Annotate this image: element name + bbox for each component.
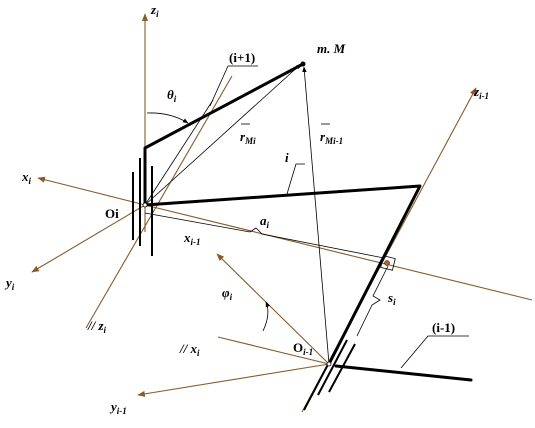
link-i-minus-1 (334, 364, 473, 382)
label-point-m: m. M (317, 41, 346, 56)
label-y-i-minus-1: yi-1 (109, 399, 127, 416)
label-link-i-minus-1: (i-1) (432, 320, 455, 335)
leader-link-i-plus-1 (209, 65, 258, 107)
x-i-axis (37, 176, 146, 206)
label-phi-i: φi (222, 285, 233, 302)
parallel-z-i-axis (85, 75, 233, 329)
x-i-minus-1-axis (216, 253, 330, 365)
x-i-extension (144, 204, 533, 301)
r-mi-minus-1-vector (302, 66, 330, 365)
link-i (143, 184, 422, 366)
phi-arc (262, 301, 271, 332)
label-link-i: i (285, 150, 289, 165)
label-link-i-plus-1: (i+1) (229, 50, 255, 65)
label-origin-i: Oi (105, 206, 119, 221)
link-i-plus-1 (143, 62, 305, 207)
label-origin-i-minus-1: Oi-1 (293, 340, 313, 357)
r-mi-vector (144, 63, 302, 206)
y-i-minus-1-axis (137, 363, 330, 397)
label-z-i: zi (150, 2, 159, 19)
theta-arc (146, 112, 189, 124)
label-x-i: xi (21, 169, 32, 186)
right-angle-marker (380, 255, 396, 271)
theta-ray (144, 99, 214, 206)
label-y-i: yi (4, 275, 15, 292)
s-i-dimension (356, 265, 389, 337)
origin-i-point (142, 202, 148, 208)
parallel-x-i-axis (217, 336, 330, 365)
label-r-mi-minus-1: rMi-1 (320, 129, 343, 146)
point-m (300, 61, 306, 67)
origin-i-minus-1-point (326, 361, 332, 367)
common-normal-foot-point (384, 260, 390, 266)
label-a-i: ai (260, 213, 270, 230)
label-r-mi: rMi (240, 129, 256, 146)
label-s-i: si (387, 290, 396, 307)
leader-link-i (286, 163, 305, 195)
joint-i-minus-1-bearing-left (317, 339, 348, 396)
label-theta-i: θi (167, 87, 177, 104)
label-parallel-x-i: // xi (179, 341, 200, 358)
label-z-i-minus-1: zi-1 (473, 84, 489, 101)
label-x-i-minus-1: xi-1 (183, 230, 201, 247)
y-i-axis (31, 204, 146, 273)
leader-link-i-minus-1 (400, 335, 469, 369)
a-i-dimension (144, 212, 385, 259)
label-parallel-z-i: // zi (87, 318, 107, 335)
